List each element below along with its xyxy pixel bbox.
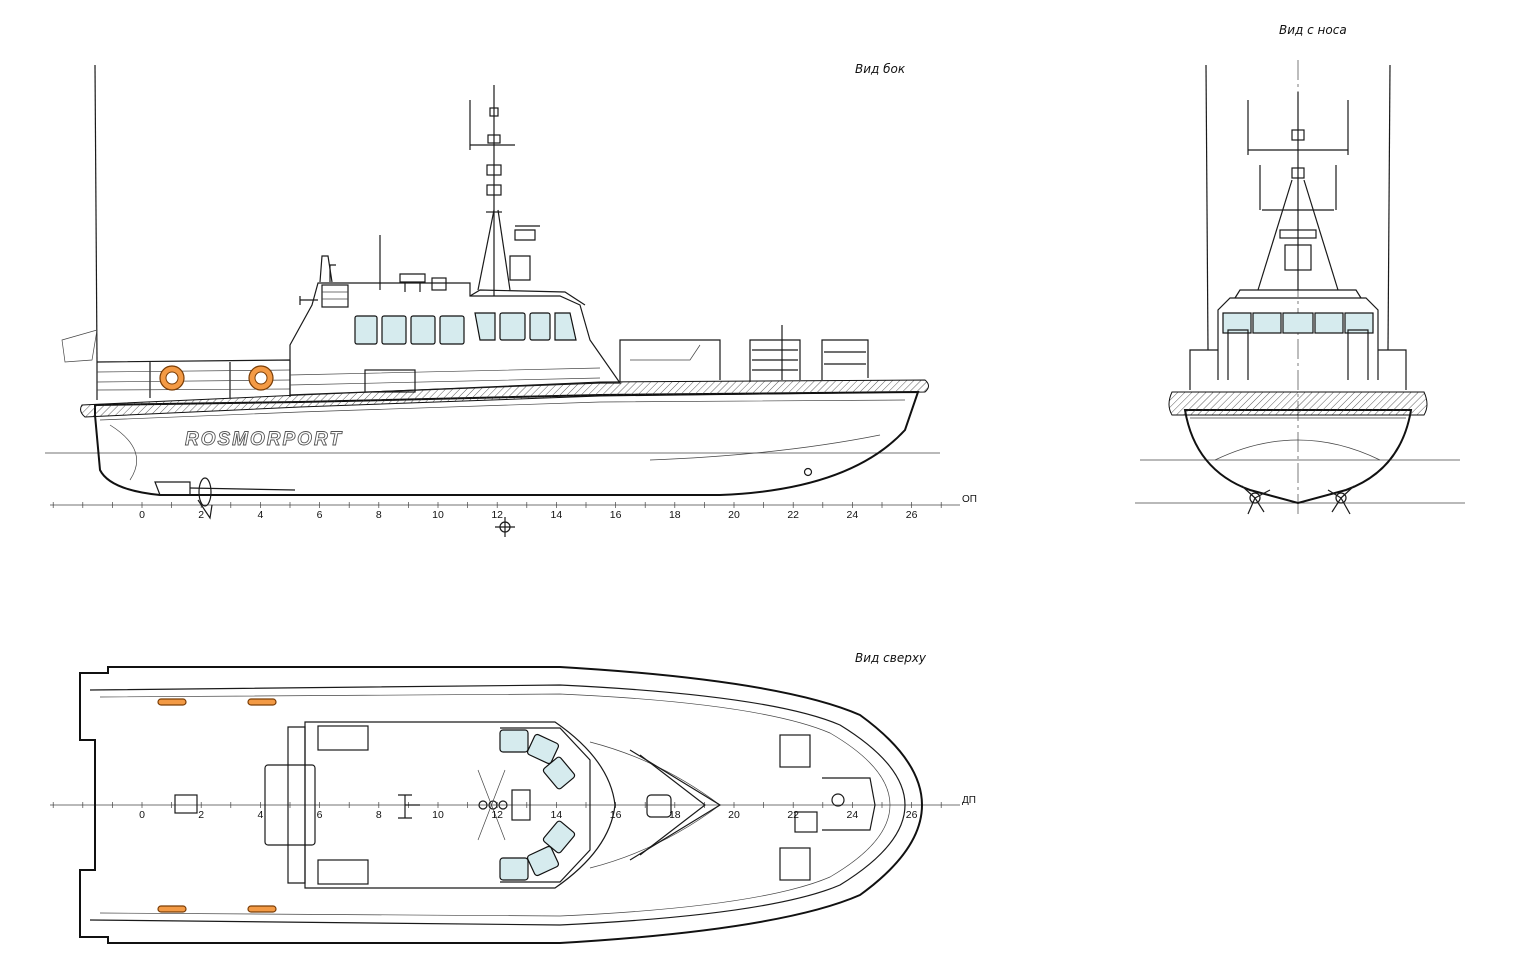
- side-frame-ticks: [52, 502, 942, 508]
- frame-number: 6: [317, 509, 323, 521]
- frame-number: 24: [847, 809, 859, 821]
- frame-number: 16: [610, 809, 622, 821]
- lifebuoy-icon: [157, 905, 187, 913]
- deckhouse-plan: [304, 721, 616, 889]
- side-view: Вид бок ОП ROSMORPORT: [45, 62, 977, 537]
- lifebuoy-icon: [159, 365, 185, 391]
- top-frame-ticks: [52, 802, 942, 808]
- frame-number: 0: [139, 509, 145, 521]
- frame-number: 2: [198, 809, 204, 821]
- side-view-label: Вид бок: [855, 62, 906, 76]
- front-windows: [1222, 312, 1374, 334]
- front-view: Вид с носа: [1135, 23, 1465, 515]
- frame-number: 16: [610, 509, 622, 521]
- frame-number: 4: [257, 809, 263, 821]
- lifebuoy-icon: [157, 698, 187, 706]
- frame-number: 10: [432, 509, 444, 521]
- frame-number: 20: [728, 809, 740, 821]
- frame-number: 26: [906, 509, 918, 521]
- frame-number: 24: [847, 509, 859, 521]
- fender-strip: [80, 379, 929, 418]
- frame-number: 10: [432, 809, 444, 821]
- front-view-label: Вид с носа: [1279, 23, 1347, 37]
- hull-front: [1183, 409, 1413, 505]
- baseline-label: ОП: [962, 494, 977, 505]
- midship-symbol: [495, 517, 515, 537]
- frame-number: 2: [198, 509, 204, 521]
- propeller-icon: [1241, 485, 1271, 515]
- frame-number: 14: [551, 509, 563, 521]
- frame-number-labels: 0022446688101012121414161618182020222224…: [139, 509, 918, 821]
- frame-number: 14: [551, 809, 563, 821]
- deckhouse: [289, 282, 622, 396]
- frame-number: 12: [491, 809, 503, 821]
- frame-number: 4: [257, 509, 263, 521]
- frame-number: 18: [669, 509, 681, 521]
- grating: [779, 734, 811, 768]
- wheelhouse-windows-plan: [499, 729, 576, 881]
- frame-number: 18: [669, 809, 681, 821]
- frame-number: 22: [787, 509, 799, 521]
- frame-number: 8: [376, 509, 382, 521]
- centerline-label: ДП: [962, 795, 976, 806]
- top-view: Вид сверху ДП: [50, 651, 976, 944]
- hull-lettering: ROSMORPORT: [185, 429, 343, 450]
- frame-number: 8: [376, 809, 382, 821]
- mast: [379, 85, 540, 296]
- hull-plan-outer: [79, 666, 924, 944]
- lifebuoy-icon: [247, 905, 277, 913]
- frame-number: 22: [787, 809, 799, 821]
- frame-number: 0: [139, 809, 145, 821]
- hull-side: [94, 390, 920, 496]
- frame-number: 26: [906, 809, 918, 821]
- lifebuoy-icon: [248, 365, 274, 391]
- frame-number: 12: [491, 509, 503, 521]
- propeller-icon: [1327, 485, 1355, 515]
- wheelhouse-windows: [354, 312, 577, 345]
- lifebuoy-icon: [247, 698, 277, 706]
- frame-number: 6: [317, 809, 323, 821]
- grating: [779, 847, 811, 881]
- frame-number: 20: [728, 509, 740, 521]
- top-view-label: Вид сверху: [855, 651, 927, 665]
- deck-railings: [619, 325, 869, 383]
- front-mast: [1247, 92, 1349, 291]
